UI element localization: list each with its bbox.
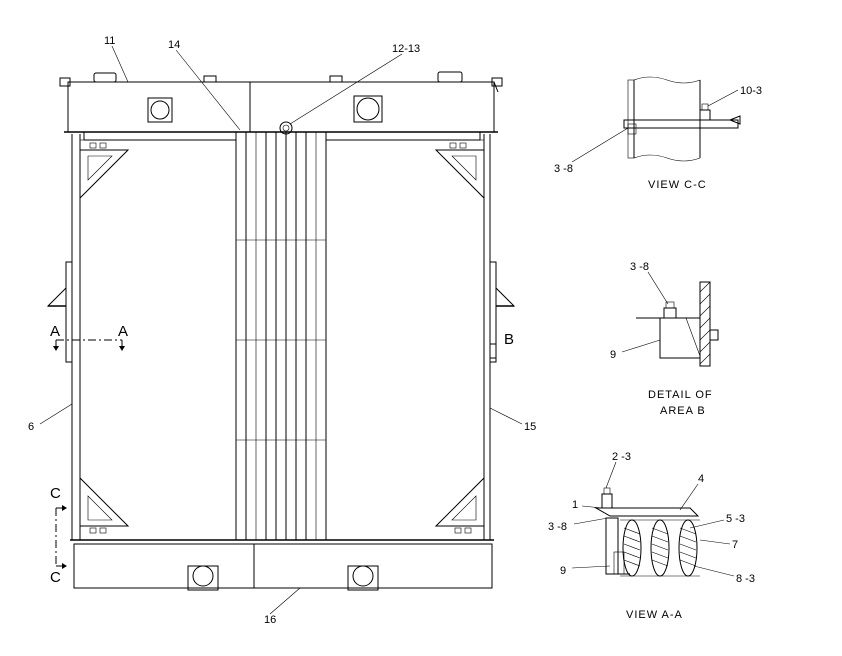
section-mark-c-bottom: C <box>50 569 61 586</box>
callout-5-3: 5 -3 <box>726 513 745 525</box>
callout-3-8-b: 3 -8 <box>630 261 649 273</box>
top-tank <box>59 71 503 133</box>
callout-3-8-aa: 3 -8 <box>548 521 567 533</box>
detail-b-caption-line2: AREA B <box>660 405 706 417</box>
callout-11: 11 <box>104 35 115 47</box>
section-mark-c-top: C <box>50 485 61 502</box>
callout-4: 4 <box>698 473 704 485</box>
callout-10-3: 10-3 <box>740 85 762 97</box>
bottom-tank <box>70 539 494 591</box>
core-panels <box>79 131 485 541</box>
view-c-c: 10-3 3 -8 VIEW C-C <box>554 76 762 191</box>
callout-16: 16 <box>264 614 276 626</box>
detail-area-b: 3 -8 9 DETAIL OF AREA B <box>610 261 719 417</box>
callout-15: 15 <box>524 421 536 433</box>
corner-gussets <box>79 142 485 534</box>
section-mark-a-left: A <box>50 323 60 340</box>
callout-9-b: 9 <box>610 349 616 361</box>
callout-7: 7 <box>732 539 738 551</box>
callout-2-3: 2 -3 <box>612 451 631 463</box>
leader-lines <box>39 45 523 615</box>
section-line-a <box>53 339 125 351</box>
callout-14: 14 <box>168 39 180 51</box>
callout-9-aa: 9 <box>560 565 566 577</box>
callout-3-8-cc: 3 -8 <box>554 163 573 175</box>
view-a-a: 2 -3 1 4 3 -8 5 -3 7 9 8 -3 VIEW A-A <box>548 451 755 621</box>
callout-1: 1 <box>572 499 578 511</box>
callout-8-3: 8 -3 <box>736 573 755 585</box>
callout-6: 6 <box>28 421 34 433</box>
view-a-a-caption: VIEW A-A <box>626 609 683 621</box>
center-tubes <box>235 121 327 540</box>
section-mark-a-right: A <box>118 323 128 340</box>
view-c-c-caption: VIEW C-C <box>648 179 707 191</box>
detail-mark-b: B <box>504 331 514 348</box>
section-line-c <box>55 505 67 569</box>
detail-b-caption-line1: DETAIL OF <box>648 389 713 401</box>
callout-12-13: 12-13 <box>392 43 420 55</box>
main-front-view: 11 14 12-13 6 15 16 A A B C C <box>28 35 536 626</box>
